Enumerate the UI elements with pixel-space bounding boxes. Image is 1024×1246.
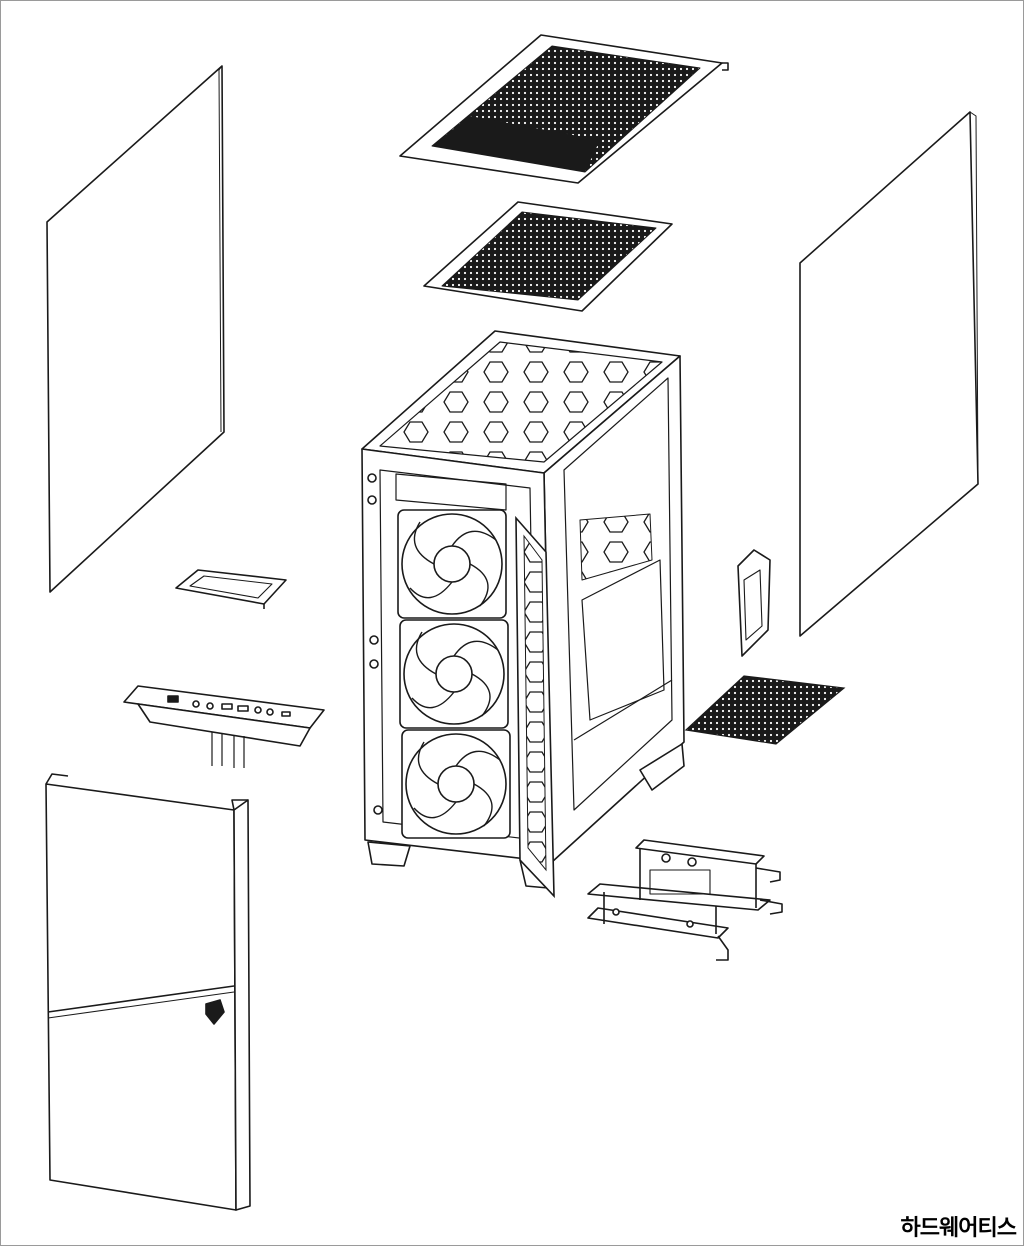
front-io-panel: [123, 685, 325, 768]
bottom-dust-filter: [684, 675, 846, 745]
cable-cover-bracket: [737, 549, 771, 657]
front-fan: [401, 729, 511, 839]
front-panel: [45, 773, 251, 1211]
front-fan: [399, 619, 509, 729]
front-mesh-door: [515, 515, 555, 899]
right-side-panel: [799, 111, 979, 637]
watermark-text: 하드웨어티스: [900, 1216, 1017, 1241]
left-side-panel: [46, 65, 225, 593]
front-fan: [397, 509, 507, 619]
ssd-bracket: [175, 569, 287, 609]
hdd-cage: [587, 839, 783, 961]
top-cover: [399, 34, 729, 184]
top-dust-filter: [423, 201, 673, 312]
